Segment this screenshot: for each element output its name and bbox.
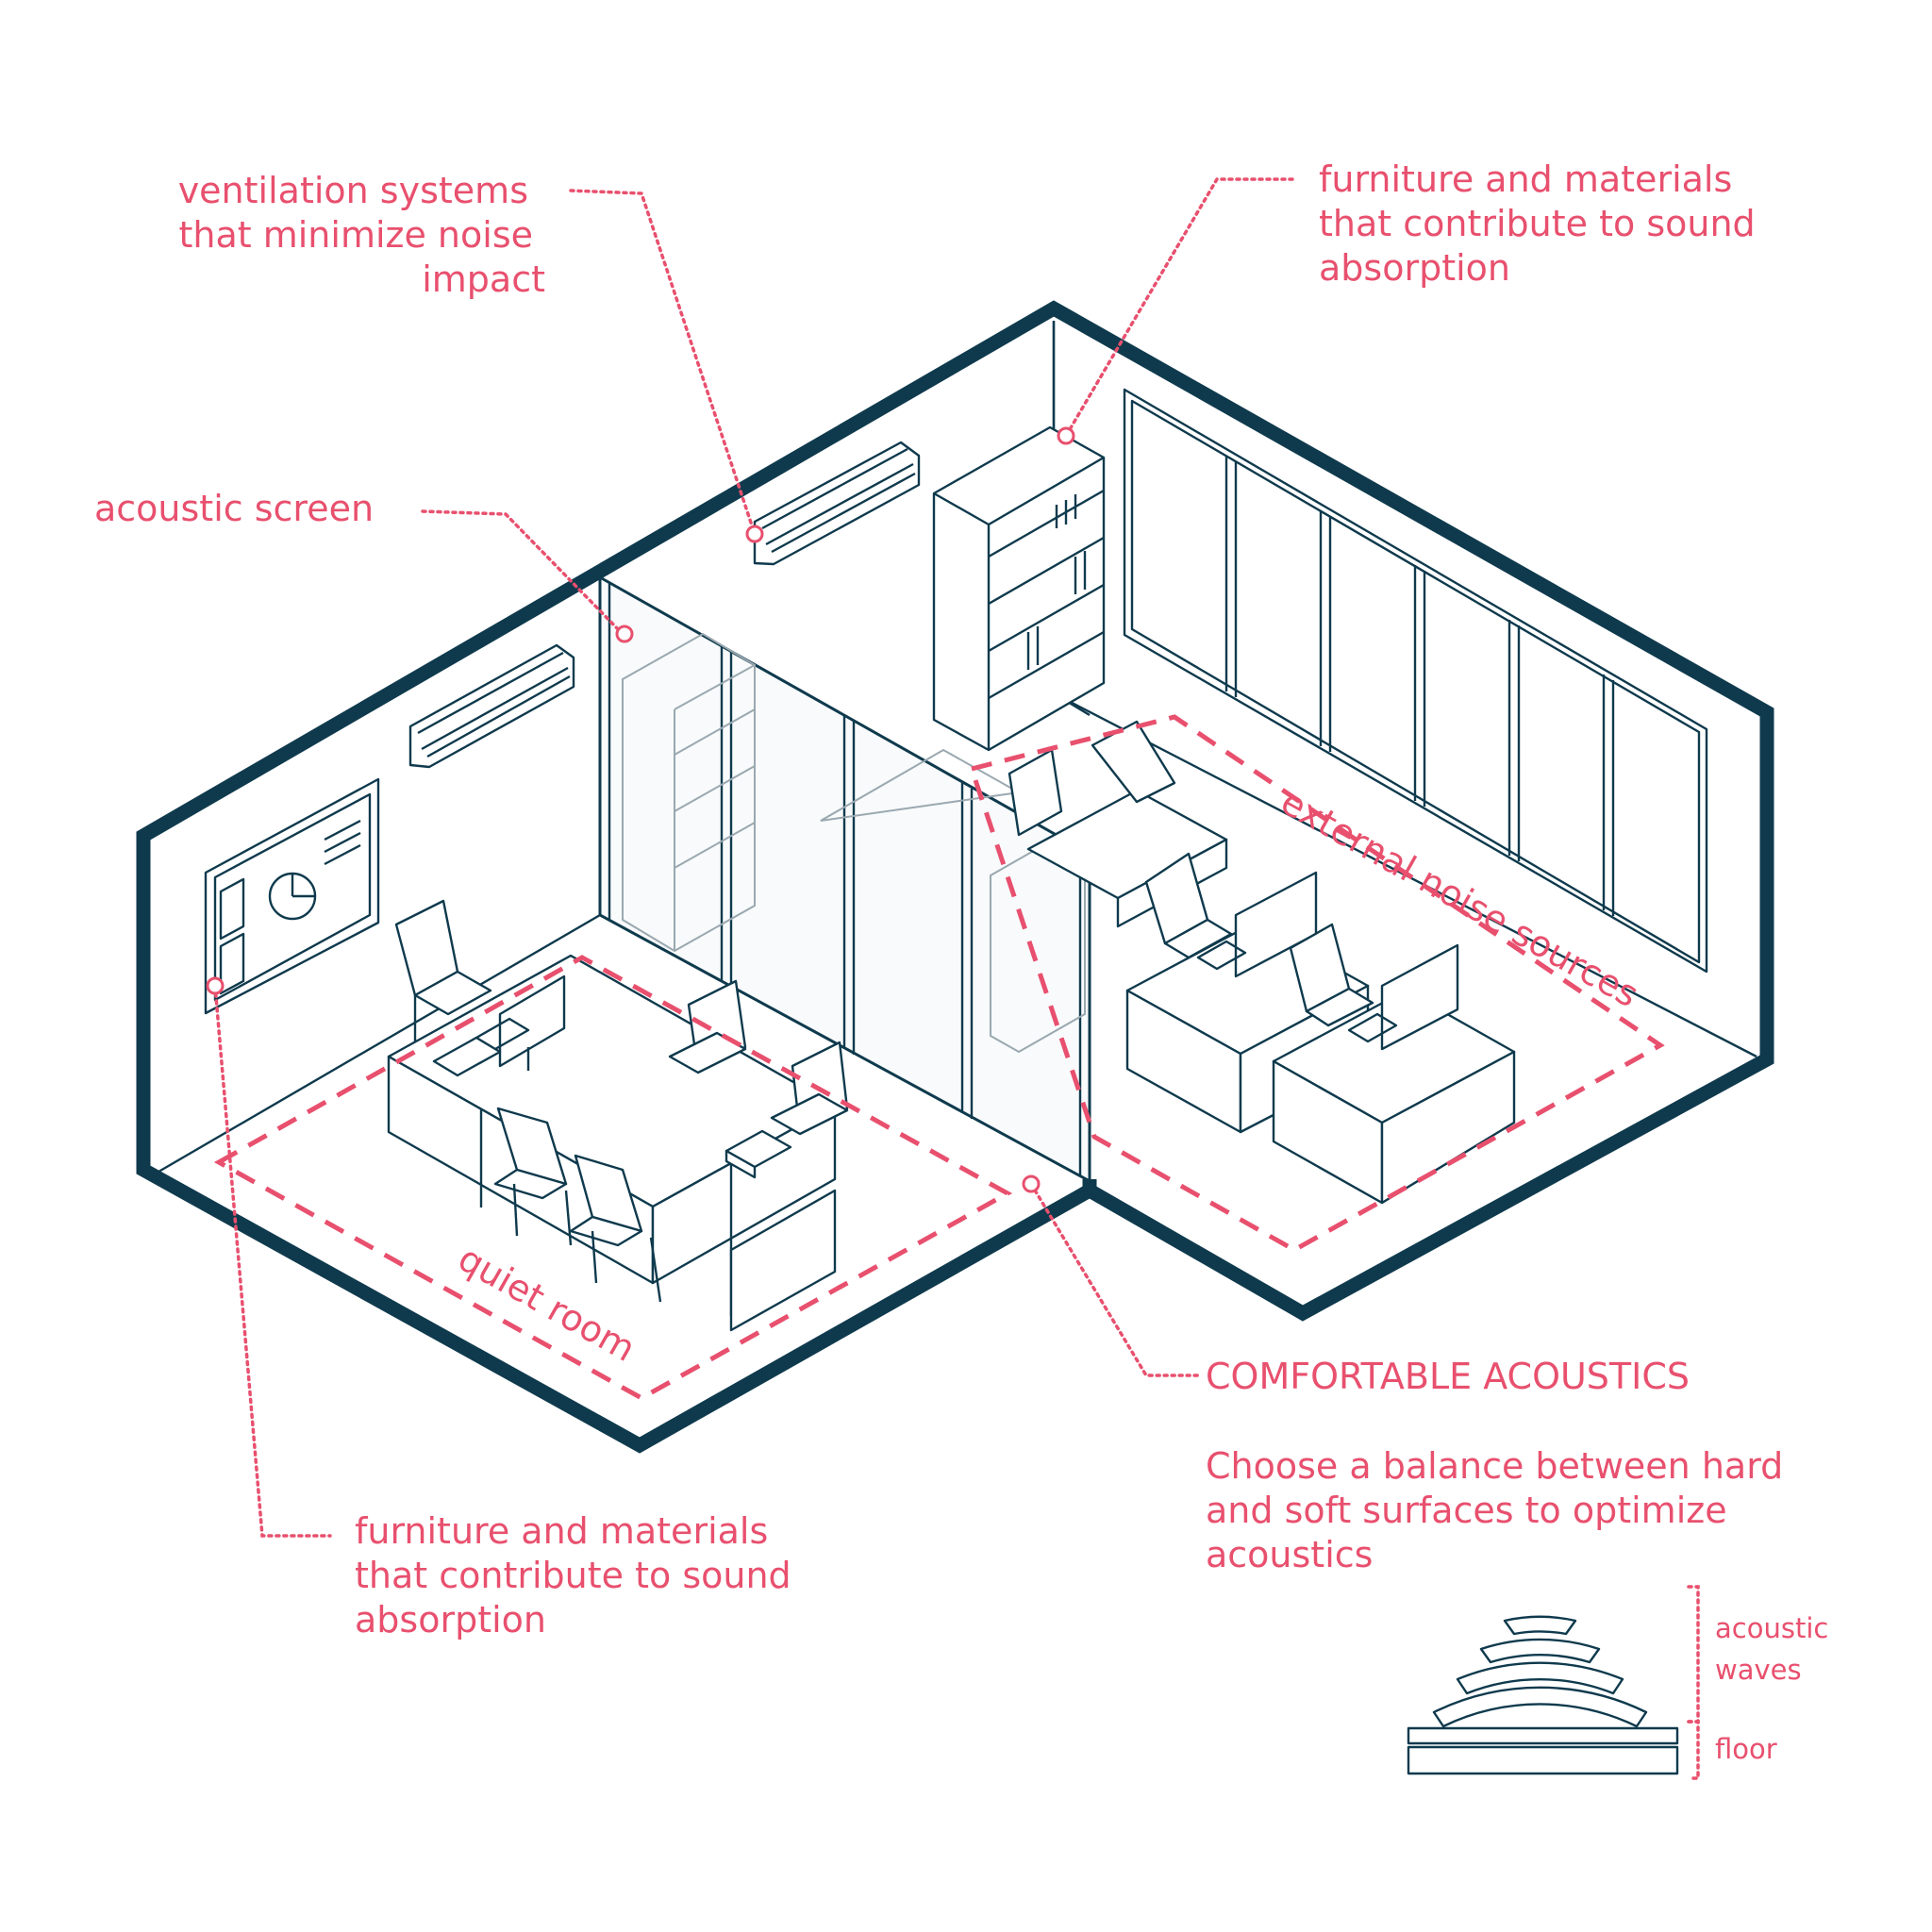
acoustic-waves-icon [1432, 1615, 1648, 1728]
svg-text:ventilation systems: ventilation systems [178, 170, 528, 211]
svg-text:that contribute to sound: that contribute to sound [1319, 203, 1756, 244]
leader-lines [213, 177, 1700, 1780]
zone-quiet-room [213, 955, 1013, 1401]
acoustics-marker [1022, 1174, 1041, 1193]
svg-text:that contribute to sound: that contribute to sound [355, 1555, 791, 1596]
ventilation-marker [745, 525, 764, 543]
comfort-title: COMFORTABLE ACOUSTICS [1206, 1356, 1690, 1397]
svg-text:impact: impact [422, 258, 545, 300]
acoustic-screen [598, 575, 1091, 1184]
whiteboard [204, 777, 380, 1015]
svg-text:and soft surfaces to optimize: and soft surfaces to optimize [1206, 1490, 1727, 1531]
ventilation-label: ventilation systems that minimize noise … [178, 170, 545, 300]
floor-icon [1407, 1726, 1679, 1775]
ac-unit-left [408, 643, 575, 769]
zone-external-noise [968, 714, 1665, 1253]
svg-text:absorption: absorption [1319, 247, 1510, 289]
furniture-top-label: furniture and materials that contribute … [1319, 158, 1756, 289]
acoustic-screen-marker [615, 625, 634, 643]
open-office-furniture [1008, 720, 1516, 1205]
bookshelf-right [932, 425, 1106, 752]
svg-text:Choose a balance between hard: Choose a balance between hard [1206, 1445, 1783, 1487]
svg-text:acoustics: acoustics [1206, 1534, 1373, 1575]
legend-waves-label: acoustic waves [1715, 1612, 1828, 1686]
windows [1123, 388, 1708, 974]
quiet-room-furniture [387, 899, 849, 1332]
svg-text:absorption: absorption [355, 1599, 546, 1641]
ac-unit-right [753, 441, 921, 566]
furniture-bottom-marker [206, 976, 225, 995]
acoustic-screen-label: acoustic screen [94, 488, 374, 529]
svg-text:furniture and materials: furniture and materials [355, 1510, 768, 1552]
furniture-bottom-label: furniture and materials that contribute … [355, 1510, 791, 1641]
callout-markers [206, 426, 1075, 1193]
svg-text:waves: waves [1715, 1654, 1802, 1686]
svg-text:furniture and materials: furniture and materials [1319, 158, 1732, 200]
comfort-body: Choose a balance between hard and soft s… [1206, 1445, 1783, 1575]
svg-text:acoustic: acoustic [1715, 1612, 1828, 1644]
legend-floor-label: floor [1715, 1733, 1777, 1765]
svg-text:that minimize noise: that minimize noise [178, 214, 533, 256]
furniture-top-marker [1057, 426, 1075, 445]
